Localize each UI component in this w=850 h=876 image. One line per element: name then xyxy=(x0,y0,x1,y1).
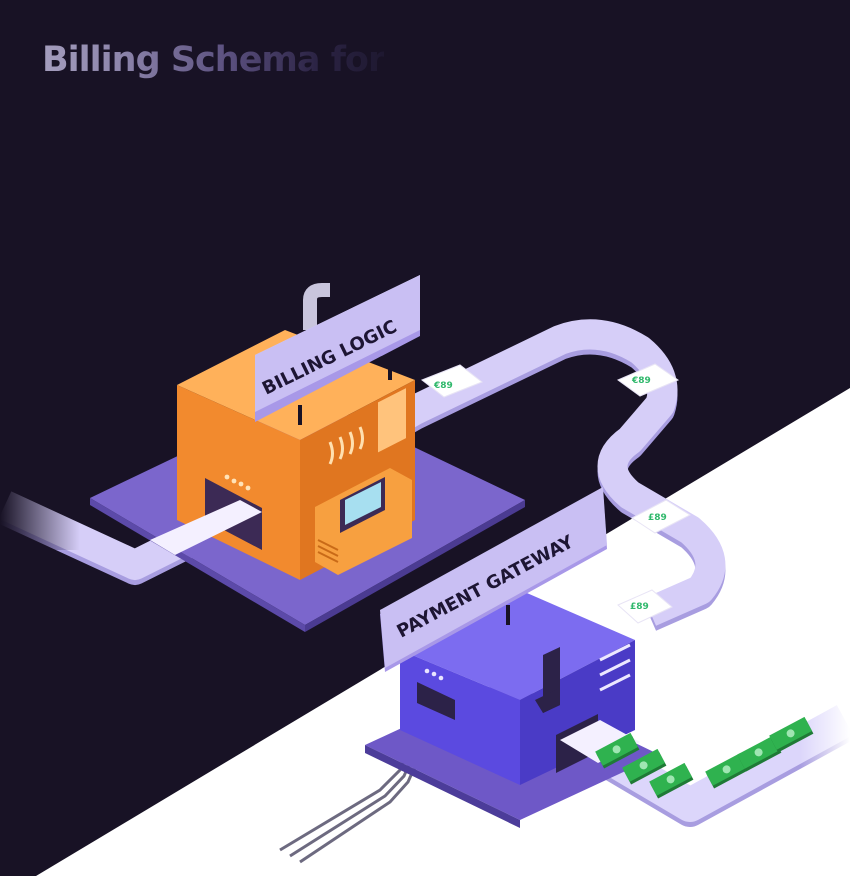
invoice-ticket: £89 xyxy=(617,589,673,624)
ticket-price: £89 xyxy=(648,513,667,523)
payment-gateway-machine xyxy=(279,590,660,864)
cash-bill xyxy=(622,748,667,785)
cash-bill xyxy=(649,762,694,799)
cash-bill xyxy=(737,735,782,772)
page-title: Billing Schema for xyxy=(42,40,385,80)
cash-bill xyxy=(769,716,814,753)
invoice-ticket: €89 xyxy=(616,363,680,397)
ticket-price: €89 xyxy=(433,381,453,391)
ticket-price: €89 xyxy=(631,376,651,386)
invoice-ticket: £89 xyxy=(631,499,692,534)
invoice-ticket: €89 xyxy=(420,364,484,398)
belt-fade-left xyxy=(0,470,80,550)
billing-logic-machine xyxy=(90,283,525,632)
cash-bill xyxy=(595,732,640,769)
ticket-price: £89 xyxy=(630,602,649,612)
cash-bill xyxy=(705,752,750,789)
money-stacks xyxy=(595,716,814,799)
